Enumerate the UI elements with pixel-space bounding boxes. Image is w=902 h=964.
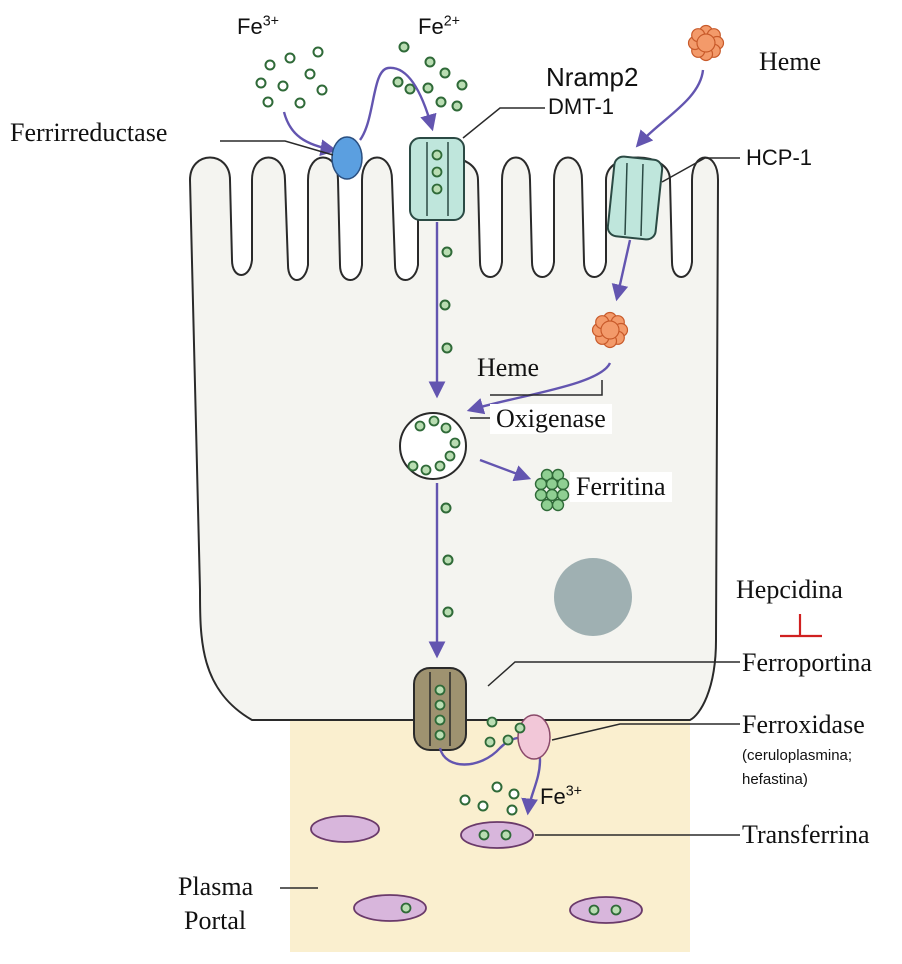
hcp1-transporter [607, 156, 663, 241]
oxigenase-label: Oxigenase [490, 404, 612, 434]
transferrina-label: Transferrina [742, 822, 870, 848]
nucleus [554, 558, 632, 636]
ferrireductase-label: Ferrirreductase [10, 120, 167, 146]
heme-icon [593, 313, 628, 348]
fe3-label-top: Fe3+ [237, 16, 279, 38]
heme-label-mid: Heme [477, 355, 539, 381]
ferroxidase-note-2: hefastina) [742, 772, 808, 787]
arrow-fe3-to-reductase [284, 112, 334, 150]
ferroxidase-note-1: (ceruloplasmina; [742, 748, 852, 763]
dmt1-label: DMT-1 [548, 96, 614, 118]
heme-icon [689, 26, 724, 61]
plasma-label: Plasma [178, 874, 253, 900]
hcp1-label: HCP-1 [746, 147, 812, 169]
dmt1-transporter [410, 138, 464, 220]
fe2-label-top: Fe2+ [418, 16, 460, 38]
ferroxidase-protein [518, 715, 550, 759]
fe3-ions-top [257, 48, 327, 108]
ferroxidase-label: Ferroxidase [742, 712, 865, 738]
arrow-heme-to-hcp1 [638, 70, 703, 145]
ferroportina-label: Ferroportina [742, 650, 872, 676]
portal-label: Portal [184, 908, 246, 934]
nramp2-label: Nramp2 [546, 64, 638, 90]
ferrireductase-protein [332, 137, 362, 179]
hepcidina-label: Hepcidina [736, 577, 843, 603]
fe2-ions-top [394, 43, 467, 111]
heme-oxigenase-vesicle [400, 413, 466, 479]
heme-label-top: Heme [759, 49, 821, 75]
fe3-label-bottom: Fe3+ [540, 786, 582, 808]
ferritina-label: Ferritina [570, 472, 672, 502]
hepcidina-inhibitor [780, 614, 822, 636]
ferroportina-transporter [414, 668, 466, 750]
